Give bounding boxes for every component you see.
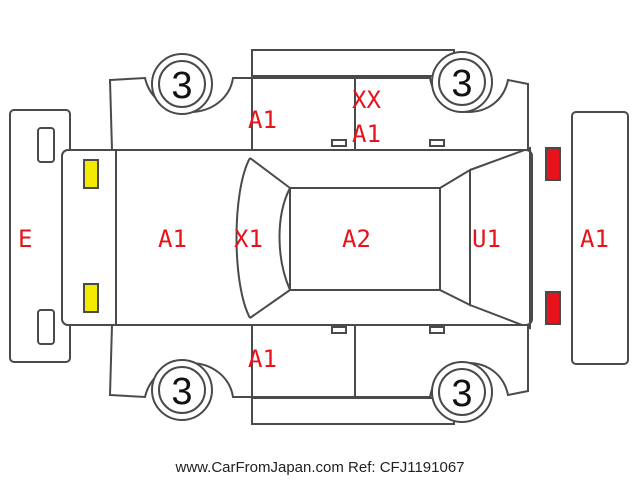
side-profile-bottom	[108, 324, 529, 425]
taillights	[545, 147, 561, 325]
tire-bottom-left: 3	[151, 359, 213, 421]
front-light-upper	[83, 159, 99, 189]
code-top-front-door: A1	[248, 106, 277, 134]
tire-top-right: 3	[431, 51, 493, 113]
footer-reference: www.CarFromJapan.com Ref: CFJ1191067	[175, 459, 465, 476]
code-rear-bumper: A1	[580, 225, 609, 253]
rear-light-upper	[545, 147, 561, 181]
tire-rating-top-left: 3	[171, 65, 192, 107]
code-top-rear-door-2: A1	[352, 120, 381, 148]
code-roof: A2	[342, 225, 371, 253]
tire-rating-top-right: 3	[451, 63, 472, 105]
tire-top-left: 3	[151, 53, 213, 115]
rear-light-lower	[545, 291, 561, 325]
headlights	[83, 159, 99, 313]
tire-rating-bottom-right: 3	[451, 373, 472, 415]
tire-bottom-right: 3	[431, 361, 493, 423]
code-front-bumper: E	[18, 225, 32, 253]
tire-rating-bottom-left: 3	[171, 371, 192, 413]
code-windshield: X1	[234, 225, 263, 253]
code-bottom-front-door: A1	[248, 345, 277, 373]
code-hood: A1	[158, 225, 187, 253]
rear-bumper	[571, 111, 629, 365]
car-body-top-view	[61, 146, 533, 330]
code-top-rear-door-1: XX	[352, 86, 381, 114]
code-rear-window: U1	[472, 225, 501, 253]
side-profile-top	[108, 49, 529, 151]
front-light-lower	[83, 283, 99, 313]
